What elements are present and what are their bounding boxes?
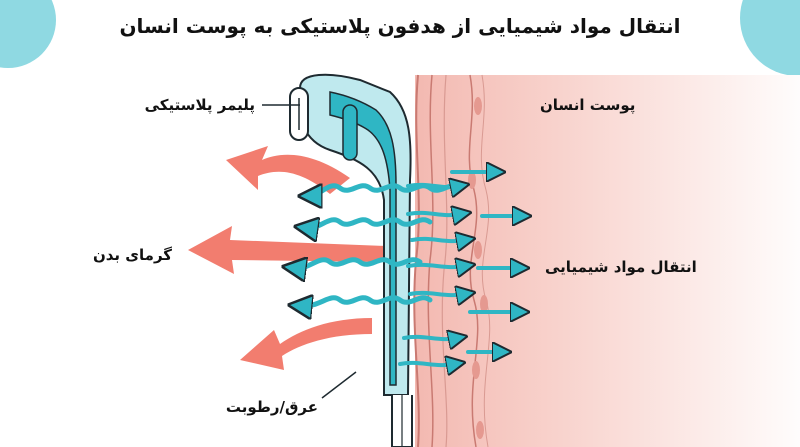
- page-title: انتقال مواد شیمیایی از هدفون پلاستیکی به…: [119, 14, 681, 38]
- heat-arrow-bottom: [240, 318, 372, 370]
- corner-circle-right: [740, 0, 800, 76]
- label-plastic-polymer: پلیمر پلاستیکی: [144, 96, 255, 114]
- chemical-transfer-arrows: [398, 172, 522, 365]
- label-sweat-moisture: عرق/رطوبت: [225, 398, 318, 416]
- sweat-wave-arrows: [294, 183, 463, 306]
- corner-circle-left: [0, 0, 56, 68]
- label-body-heat: گرمای بدن: [92, 246, 172, 264]
- heat-arrow-middle: [188, 226, 386, 274]
- label-human-skin: پوست انسان: [540, 96, 636, 114]
- body-heat-arrows: [188, 146, 386, 370]
- earbud: [289, 73, 413, 447]
- heat-arrow-top: [226, 146, 350, 194]
- label-chemical-transfer: انتقال مواد شیمیایی: [545, 258, 697, 276]
- leader-sweat-moisture: [321, 371, 357, 399]
